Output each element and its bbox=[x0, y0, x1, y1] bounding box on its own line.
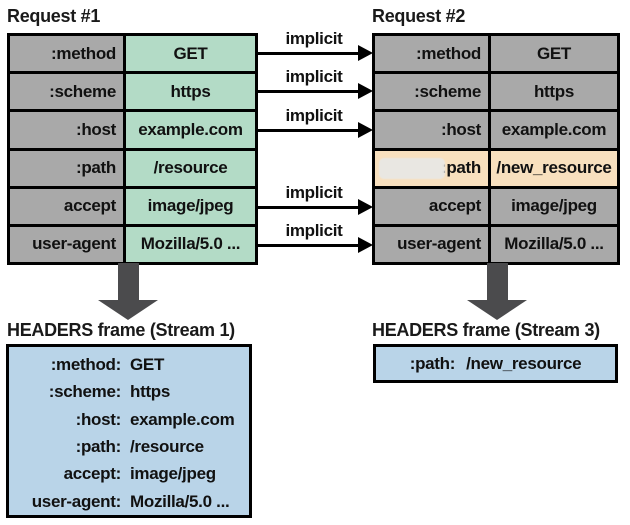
frame-line-value: image/jpeg bbox=[130, 464, 216, 484]
implicit-arrow-line bbox=[257, 129, 359, 132]
header-name-cell: :method bbox=[10, 36, 123, 72]
implicit-arrow-label: implicit bbox=[285, 67, 343, 86]
header-value-cell: https bbox=[491, 74, 617, 110]
arrow-head-icon bbox=[358, 122, 373, 138]
header-value-cell-highlighted: /new_resource bbox=[491, 150, 617, 186]
header-name-cell: :host bbox=[10, 112, 123, 148]
frame-line-value: https bbox=[130, 382, 171, 402]
frame-line-label: user-agent: bbox=[31, 491, 122, 511]
frame-line-label: accept: bbox=[63, 464, 122, 484]
frame3-title: HEADERS frame (Stream 3) bbox=[372, 320, 600, 340]
down-arrow-icon bbox=[487, 263, 508, 300]
header-name-text: :path bbox=[440, 158, 481, 178]
implicit-arrow-line bbox=[257, 244, 359, 247]
implicit-arrow-label: implicit bbox=[285, 221, 343, 240]
header-value-cell: https bbox=[126, 74, 255, 110]
implicit-arrow-line bbox=[257, 90, 359, 93]
header-name-cell: :method bbox=[375, 36, 488, 72]
implicit-arrow-line bbox=[257, 206, 359, 209]
arrow-head-icon bbox=[358, 237, 373, 253]
frame-line-label: :path: bbox=[75, 436, 122, 456]
frame1-box: :method: GET :scheme: https :host: examp… bbox=[6, 344, 252, 518]
request2-title: Request #2 bbox=[372, 6, 466, 26]
header-name-cell: :scheme bbox=[10, 74, 123, 110]
header-name-cell-highlighted: :path bbox=[375, 150, 488, 186]
request1-table: :method GET :scheme https :host example.… bbox=[7, 33, 258, 265]
header-name-cell: user-agent bbox=[10, 226, 123, 262]
implicit-arrow-line bbox=[257, 52, 359, 55]
frame-line-label: :path: bbox=[409, 353, 456, 373]
header-name-cell: user-agent bbox=[375, 226, 488, 262]
header-value-cell: Mozilla/5.0 ... bbox=[491, 226, 617, 262]
arrow-head-icon bbox=[358, 83, 373, 99]
arrow-head-icon bbox=[358, 199, 373, 215]
header-value-cell: GET bbox=[126, 36, 255, 72]
frame3-box: :path: /new_resource bbox=[373, 344, 618, 383]
header-value-cell: Mozilla/5.0 ... bbox=[126, 226, 255, 262]
frame-line-value: Mozilla/5.0 ... bbox=[130, 491, 230, 511]
header-value-cell: example.com bbox=[491, 112, 617, 148]
erased-smudge bbox=[379, 157, 445, 179]
arrow-head-icon bbox=[358, 45, 373, 61]
request2-table: :method GET :scheme https :host example.… bbox=[372, 33, 620, 265]
frame-line-label: :method: bbox=[50, 355, 122, 374]
header-value-cell: /resource bbox=[126, 150, 255, 186]
frame1-title: HEADERS frame (Stream 1) bbox=[7, 320, 235, 340]
header-name-cell: accept bbox=[375, 188, 488, 224]
header-value-cell: GET bbox=[491, 36, 617, 72]
down-arrow-icon bbox=[98, 300, 158, 320]
frame-line-label: :host: bbox=[75, 409, 122, 429]
header-value-cell: example.com bbox=[126, 112, 255, 148]
implicit-arrow-label: implicit bbox=[285, 29, 343, 48]
frame-line-label: :scheme: bbox=[48, 382, 122, 402]
frame-line-value: GET bbox=[130, 355, 165, 374]
frame-line-value: example.com bbox=[130, 409, 235, 429]
implicit-arrow-label: implicit bbox=[285, 183, 343, 202]
down-arrow-icon bbox=[118, 263, 139, 300]
header-name-cell: accept bbox=[10, 188, 123, 224]
header-value-cell: image/jpeg bbox=[126, 188, 255, 224]
header-name-cell: :scheme bbox=[375, 74, 488, 110]
header-value-cell: image/jpeg bbox=[491, 188, 617, 224]
implicit-arrow-label: implicit bbox=[285, 106, 343, 125]
frame-line-value: /new_resource bbox=[466, 353, 582, 373]
header-name-cell: :host bbox=[375, 112, 488, 148]
down-arrow-icon bbox=[467, 300, 527, 320]
header-name-cell: :path bbox=[10, 150, 123, 186]
request1-title: Request #1 bbox=[7, 6, 101, 26]
frame-line-value: /resource bbox=[130, 436, 204, 456]
